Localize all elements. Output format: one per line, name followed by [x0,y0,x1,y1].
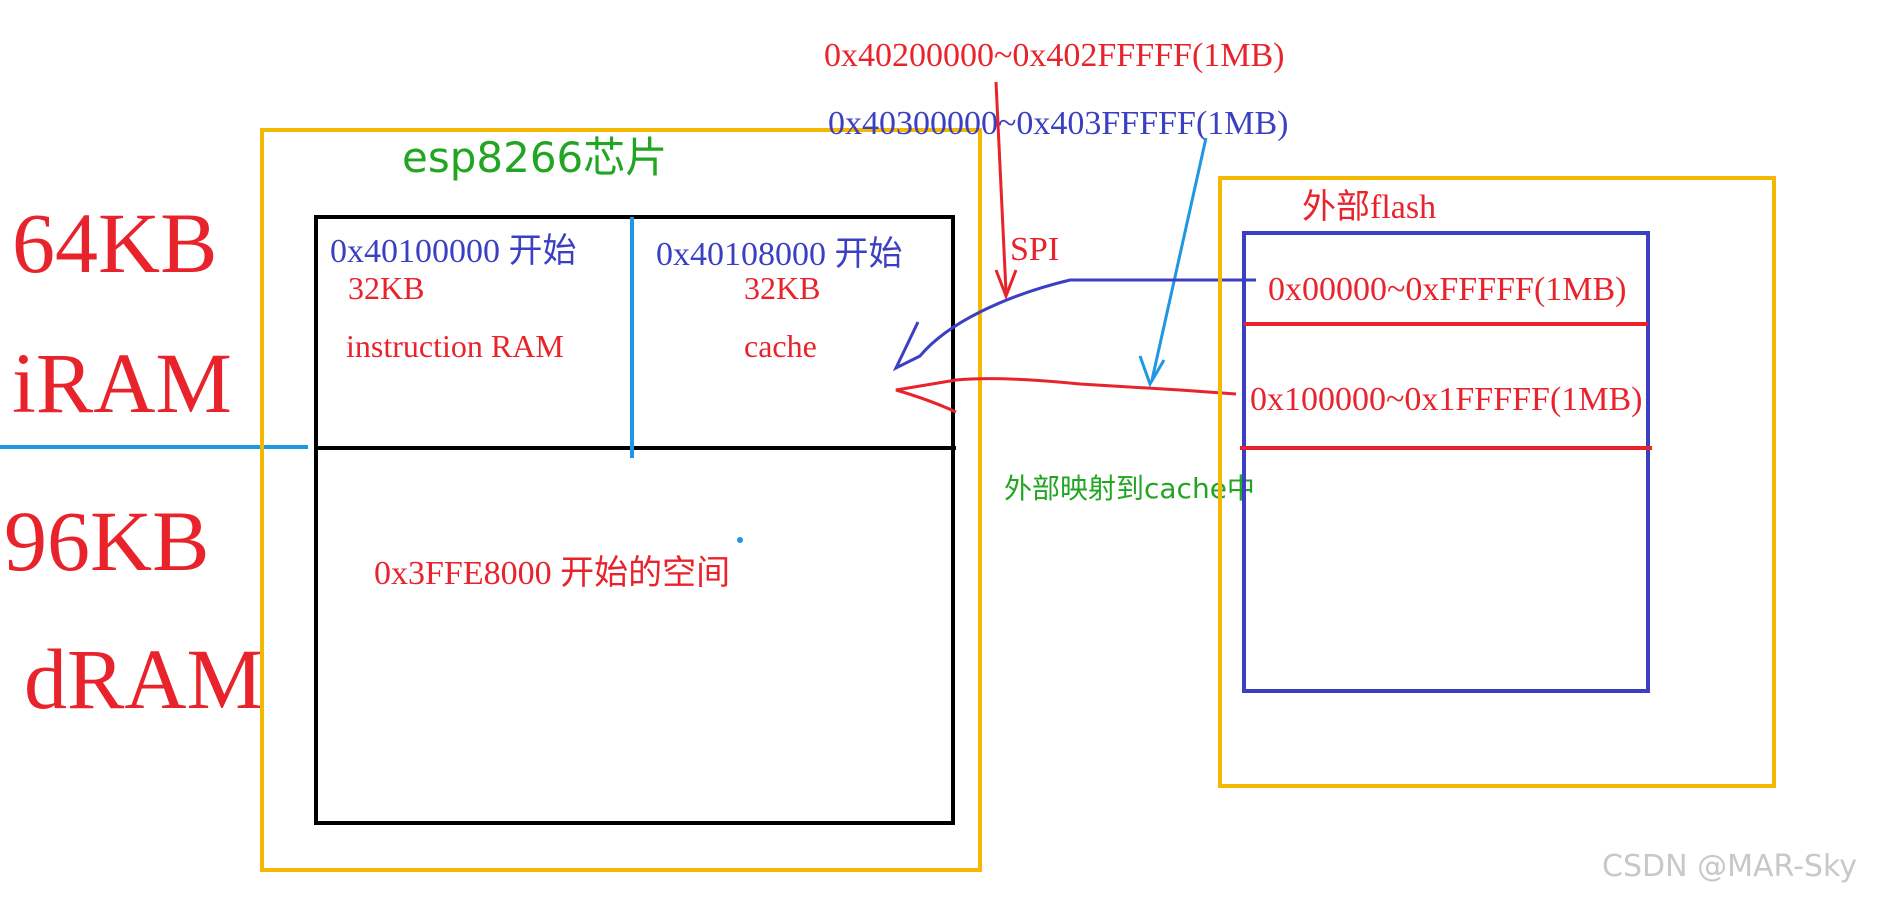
range1-arrow-line [994,81,1008,293]
flash-region2-to-cache-line [895,377,1237,414]
watermark: CSDN @MAR-Sky [1602,849,1857,884]
iram-name-label: iRAM [12,335,232,431]
iram-size-label: 64KB [12,195,217,291]
range2-arrow-head [1138,355,1166,388]
flash-region1-to-cache-line [892,278,1256,372]
iram-left-name: instruction RAM [346,328,564,364]
range2-arrow-line [1150,137,1208,381]
flash-region-1: 0x00000~0xFFFFF(1MB) [1268,271,1627,308]
spi-label: SPI [1010,231,1059,268]
dram-name-label: dRAM [24,631,263,727]
iram-left-address: 0x40100000 开始 [330,232,577,270]
flash-region-2: 0x100000~0x1FFFFF(1MB) [1250,381,1643,418]
memory-box [314,215,955,825]
chip-outer-box [260,128,982,872]
stray-dot [737,537,743,543]
map-note: 外部映射到cache中 [1004,472,1255,505]
iram-right-size: 32KB [744,270,820,306]
iram-right-name: cache [744,328,817,364]
mapped-range-1: 0x40200000~0x402FFFFF(1MB) [824,37,1285,74]
chip-title: esp8266芯片 [402,133,667,182]
flash-title: 外部flash [1302,188,1436,226]
iram-right-address: 0x40108000 开始 [656,235,903,273]
mapped-range-2: 0x40300000~0x403FFFFF(1MB) [828,105,1289,142]
flash-inner-box [1242,231,1650,693]
flash-outer-box [1218,176,1776,788]
dram-size-label: 96KB [4,493,209,589]
iram-left-size: 32KB [348,270,424,306]
dram-label: 0x3FFE8000 开始的空间 [374,554,730,592]
range1-arrow-head [994,269,1018,301]
